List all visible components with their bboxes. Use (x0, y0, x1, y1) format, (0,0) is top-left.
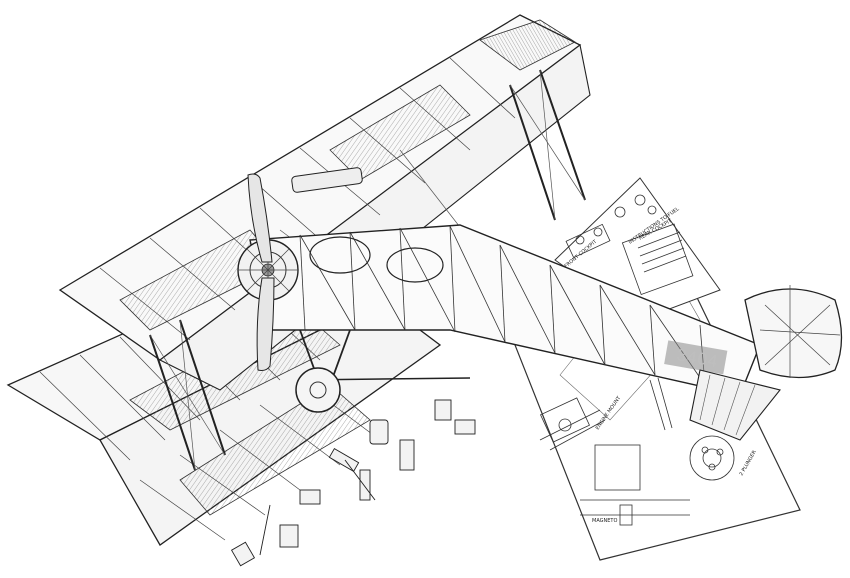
propeller (247, 173, 275, 371)
rear-cockpit-opening (386, 247, 444, 283)
rudder (744, 288, 843, 379)
landing-wheel (295, 367, 341, 413)
magneto-label: MAGNETO (592, 518, 617, 524)
undercarriage (295, 329, 471, 413)
magneto-detail (580, 444, 690, 526)
gravity-fuel-tank (291, 167, 363, 193)
tail-unit (689, 285, 843, 441)
wing-struts (149, 69, 586, 471)
front-cockpit-opening (309, 236, 371, 274)
fuselage-frame (249, 167, 761, 396)
plunger-detail (649, 377, 735, 481)
engine-mount-detail (539, 397, 606, 451)
exploded-parts (230, 399, 476, 567)
serial-number-panel (664, 340, 728, 375)
